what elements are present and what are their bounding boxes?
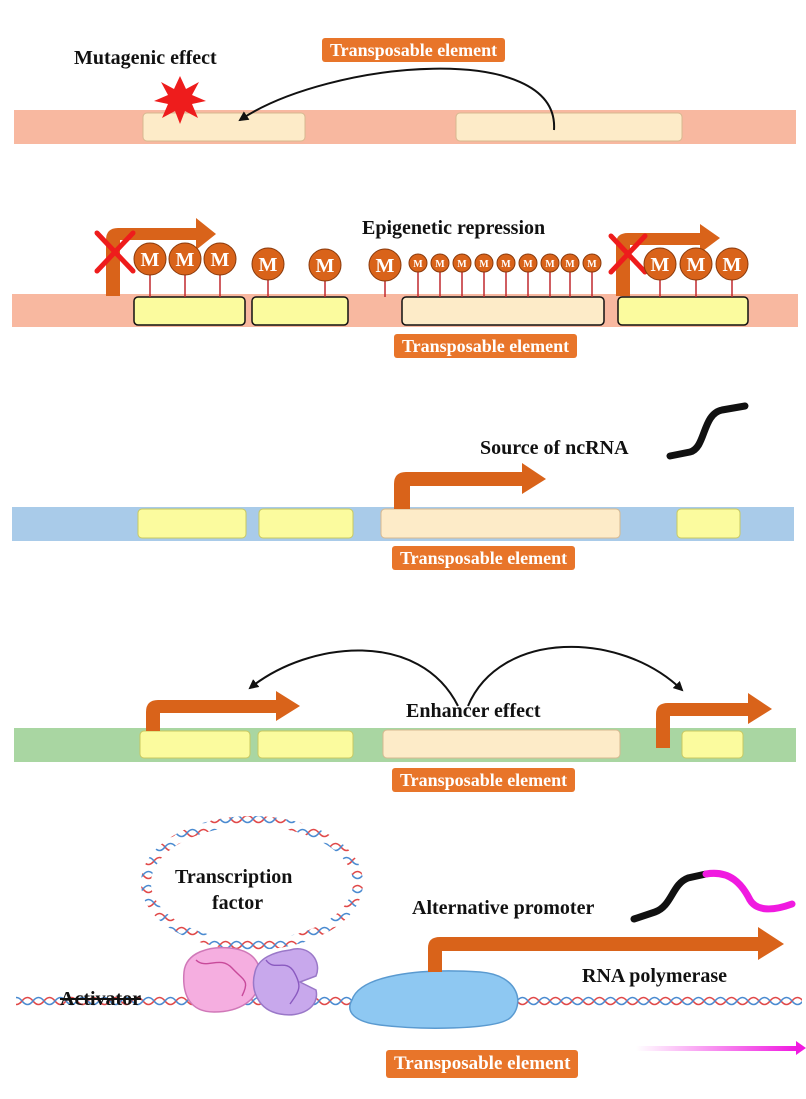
methyl-m-label: M bbox=[565, 259, 575, 270]
gene-box bbox=[617, 296, 749, 326]
panel-promoter bbox=[16, 816, 806, 1055]
transcription-factor-label-line1: Transcription bbox=[175, 866, 293, 888]
methyl-m-label: M bbox=[141, 249, 160, 271]
methyl-stems bbox=[149, 272, 733, 297]
promoter-arrow-icon bbox=[394, 463, 546, 509]
transcript-black-segment bbox=[630, 870, 710, 923]
methyl-m-label: M bbox=[479, 259, 489, 270]
source-ncrna-title: Source of ncRNA bbox=[480, 437, 629, 459]
te-label-epigenetic: Transposable element bbox=[394, 334, 578, 358]
panel-mutagenic bbox=[14, 67, 796, 144]
protein-strand bbox=[195, 959, 247, 997]
gene-box bbox=[258, 508, 354, 539]
jump-arrow bbox=[238, 67, 556, 131]
te-label-promoter: Transposable element bbox=[386, 1050, 579, 1078]
transposable-element-box bbox=[455, 112, 683, 142]
gene-box bbox=[676, 508, 741, 539]
methyl-m-label: M bbox=[316, 255, 335, 277]
methyl-m-label: M bbox=[687, 254, 706, 276]
activator-label: Activator bbox=[60, 988, 142, 1010]
methyl-m-label: M bbox=[259, 254, 278, 276]
methyl-m-label: M bbox=[211, 249, 230, 271]
mutation-star-icon bbox=[154, 76, 206, 124]
transcription-factor-shape bbox=[252, 948, 319, 1016]
transcript-pink-segment bbox=[702, 869, 796, 913]
rna-polymerase-label: RNA polymerase bbox=[582, 965, 727, 987]
promoter-arrow-icon bbox=[656, 693, 772, 748]
alternative-promoter-label: Alternative promoter bbox=[412, 897, 595, 919]
blocked-x-icon bbox=[94, 230, 136, 274]
enhancer-effect-title: Enhancer effect bbox=[406, 700, 541, 722]
transposable-element-box bbox=[380, 508, 621, 539]
methyl-m-label: M bbox=[413, 259, 423, 270]
te-label-ncrna: Transposable element bbox=[392, 546, 576, 570]
enhancer-arrow-left bbox=[248, 649, 459, 707]
methyl-m-label: M bbox=[501, 259, 511, 270]
rna-polymerase-shape bbox=[349, 970, 519, 1029]
enhancer-arrow-right bbox=[467, 645, 684, 707]
panel-enhancer bbox=[14, 645, 796, 762]
promoter-arrow-icon bbox=[428, 927, 784, 972]
methyl-m-label: M bbox=[457, 259, 467, 270]
transposable-element-box bbox=[401, 296, 605, 326]
methyl-m-label: M bbox=[545, 259, 555, 270]
transcription-factor-label-line2: factor bbox=[212, 892, 264, 914]
dna-loop bbox=[141, 816, 363, 950]
methyl-m-label: M bbox=[376, 255, 395, 277]
mutagenic-effect-title: Mutagenic effect bbox=[74, 47, 217, 69]
methyl-groups bbox=[133, 242, 749, 282]
gene-box bbox=[257, 730, 354, 759]
promoter-arrow-icon bbox=[146, 691, 300, 731]
transposable-element-box bbox=[382, 729, 621, 759]
promoter-arrow-icon bbox=[106, 218, 216, 296]
panel-ncrna bbox=[12, 402, 794, 541]
methyl-m-label: M bbox=[587, 259, 597, 270]
blocked-x-icon bbox=[608, 233, 648, 275]
methyl-m-label: M bbox=[723, 254, 742, 276]
epigenetic-repression-title: Epigenetic repression bbox=[362, 217, 546, 239]
methyl-m-label: M bbox=[523, 259, 533, 270]
te-label-enhancer: Transposable element bbox=[392, 768, 576, 792]
methyl-m-label: M bbox=[651, 254, 670, 276]
gene-box bbox=[139, 730, 251, 759]
methyl-m-label: M bbox=[435, 259, 445, 270]
transcript-direction-arrowhead bbox=[796, 1041, 806, 1055]
ncrna-strand bbox=[666, 402, 749, 460]
methyl-m-label: M bbox=[176, 249, 195, 271]
gene-box bbox=[251, 296, 349, 326]
activator-shape bbox=[182, 946, 261, 1013]
te-label-mutagenic: Transposable element bbox=[322, 38, 506, 62]
protein-strand bbox=[265, 959, 300, 1005]
gene-box bbox=[133, 296, 246, 326]
transcript-direction-arrow bbox=[636, 1046, 796, 1051]
gene-box bbox=[681, 730, 744, 759]
gene-box bbox=[137, 508, 247, 539]
gene-box bbox=[142, 112, 306, 142]
